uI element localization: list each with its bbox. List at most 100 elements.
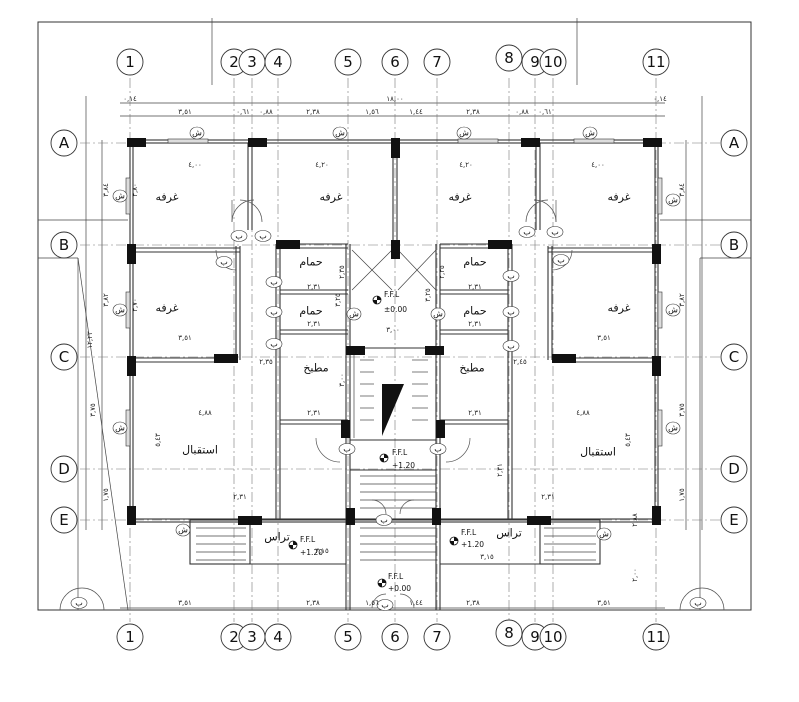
- dimensions-top: ٠,١٤ ٣,٥١ ٠,٦١ ٠,٨٨ ٢,٣٨ ١,٥٦ ١,٤٤ ٢,٣٨ …: [123, 95, 667, 116]
- svg-text:ب: ب: [270, 278, 278, 287]
- svg-text:٣,٨٤: ٣,٨٤: [102, 183, 110, 197]
- walls: [129, 139, 659, 610]
- svg-text:3: 3: [247, 53, 257, 71]
- window-tag: ش: [189, 126, 205, 140]
- room-bathroom-1: حمام: [299, 256, 322, 269]
- svg-text:٣,٨٠: ٣,٨٠: [131, 183, 139, 197]
- svg-text:C: C: [59, 348, 69, 366]
- svg-text:ب: ب: [694, 599, 702, 608]
- svg-text:٢,٣٥: ٢,٣٥: [259, 358, 273, 366]
- grid-bubble-1-top: 1: [116, 48, 144, 76]
- door-swings: [59, 199, 725, 611]
- grid-bubble-E-left: E: [50, 506, 78, 534]
- svg-text:ش: ش: [459, 129, 469, 138]
- svg-text:D: D: [728, 460, 740, 478]
- room-bathroom-2: حمام: [299, 305, 322, 318]
- windows: [125, 138, 663, 447]
- svg-text:٢,٤٥: ٢,٤٥: [513, 358, 527, 366]
- grid-bubble-8-top: 8: [495, 44, 523, 72]
- svg-text:8: 8: [504, 49, 514, 67]
- grid-bubble-B-left: B: [50, 231, 78, 259]
- svg-text:٣,١٥: ٣,١٥: [480, 553, 494, 561]
- window-tag: ش: [665, 421, 681, 435]
- door-tag: ب: [375, 514, 393, 526]
- svg-text:٢,٣١: ٢,٣١: [541, 493, 555, 501]
- svg-text:٢,٣١: ٢,٣١: [307, 409, 321, 417]
- svg-text:ب: ب: [523, 228, 531, 237]
- svg-text:9: 9: [530, 628, 540, 646]
- svg-text:4: 4: [273, 53, 283, 71]
- door-tag: ب: [230, 230, 248, 242]
- svg-text:7: 7: [432, 628, 442, 646]
- grid-bubble-4-bottom: 4: [264, 623, 292, 651]
- grid-bubbles-bottom: 1 2 3 4 5 6 7 8 9 10 11: [116, 619, 670, 651]
- svg-text:٠,٨٨: ٠,٨٨: [259, 108, 273, 116]
- room-kitchen-2: مطبخ: [459, 362, 484, 375]
- door-tag: ب: [502, 306, 520, 318]
- svg-text:1: 1: [125, 628, 135, 646]
- svg-text:6: 6: [390, 628, 400, 646]
- svg-text:A: A: [59, 134, 70, 152]
- door-tag: ب: [689, 597, 707, 609]
- door-tag: ب: [215, 256, 233, 268]
- grid-bubble-10-top: 10: [539, 48, 567, 76]
- svg-text:7: 7: [432, 53, 442, 71]
- svg-text:3: 3: [247, 628, 257, 646]
- svg-text:5: 5: [343, 53, 353, 71]
- grid-bubble-5-bottom: 5: [334, 623, 362, 651]
- window-tag: ش: [112, 421, 128, 435]
- svg-text:±0.00: ±0.00: [384, 305, 407, 314]
- svg-text:٤,٢٠: ٤,٢٠: [315, 161, 329, 169]
- svg-text:٠,٨٨: ٠,٨٨: [515, 108, 529, 116]
- svg-text:B: B: [59, 236, 69, 254]
- svg-text:ب: ب: [507, 342, 515, 351]
- svg-text:٢,٣١: ٢,٣١: [468, 320, 482, 328]
- grid-bubble-8-bottom: 8: [495, 619, 523, 647]
- svg-text:٢,٣٨: ٢,٣٨: [466, 599, 480, 607]
- svg-text:٤,٨٨: ٤,٨٨: [576, 409, 590, 417]
- window-tag: ش: [332, 126, 348, 140]
- svg-text:E: E: [729, 511, 738, 529]
- svg-text:ش: ش: [335, 129, 345, 138]
- grid-bubble-6-top: 6: [381, 48, 409, 76]
- svg-text:٢,٣٨: ٢,٣٨: [306, 599, 320, 607]
- room-bathroom-3: حمام: [463, 256, 486, 269]
- svg-text:ش: ش: [599, 530, 609, 539]
- svg-text:١,٥٦: ١,٥٦: [365, 599, 379, 607]
- svg-text:٣,٢٥: ٣,٢٥: [424, 288, 432, 302]
- grid-bubble-7-top: 7: [423, 48, 451, 76]
- grid-bubbles-top: 1 2 3 4 5 6 7 8 9 10 11: [116, 44, 670, 76]
- grid-bubble-E-right: E: [720, 506, 748, 534]
- room-bedroom-5: غرفه: [156, 302, 179, 315]
- door-tag: ب: [429, 443, 447, 455]
- window-tag: ش: [582, 126, 598, 140]
- svg-text:٣,٥١: ٣,٥١: [178, 108, 192, 116]
- svg-text:11: 11: [646, 628, 665, 646]
- svg-text:١,٤٤: ١,٤٤: [409, 599, 423, 607]
- door-tag: ب: [502, 340, 520, 352]
- door-tag: ب: [552, 254, 570, 266]
- svg-text:+1.20: +1.20: [392, 461, 415, 470]
- svg-text:٤,٠٠: ٤,٠٠: [188, 161, 202, 169]
- svg-text:A: A: [729, 134, 740, 152]
- svg-text:2: 2: [229, 53, 239, 71]
- svg-text:٣,٥١: ٣,٥١: [597, 599, 611, 607]
- door-tags: ب ب ب ب ب ب ب ب ب ب ب ب ب ب ب ب ب ب: [70, 226, 707, 611]
- room-reception-1: استقبال: [182, 444, 218, 457]
- svg-text:ش: ش: [585, 129, 595, 138]
- svg-text:٢,٨٨: ٢,٨٨: [631, 513, 639, 527]
- svg-text:٣,٠٠: ٣,٠٠: [386, 326, 400, 334]
- window-tag: ش: [665, 303, 681, 317]
- svg-text:ب: ب: [381, 601, 389, 610]
- svg-text:٢,٣١: ٢,٣١: [496, 463, 504, 477]
- svg-text:8: 8: [504, 624, 514, 642]
- window-tag: ش: [456, 126, 472, 140]
- svg-text:ش: ش: [433, 310, 443, 319]
- svg-text:ب: ب: [507, 272, 515, 281]
- svg-text:ش: ش: [668, 424, 678, 433]
- svg-text:F.F.L: F.F.L: [384, 290, 400, 299]
- stair-arrow: [382, 384, 404, 436]
- svg-text:١,٧٥: ١,٧٥: [678, 488, 686, 502]
- svg-text:٣,٨٢: ٣,٨٢: [102, 293, 110, 307]
- svg-text:9: 9: [530, 53, 540, 71]
